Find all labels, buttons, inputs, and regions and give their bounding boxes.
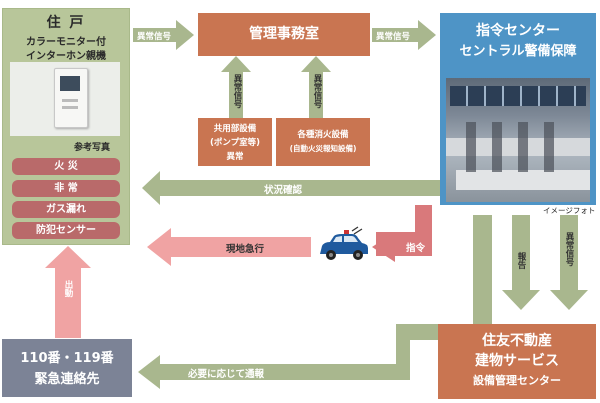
photo-operators (466, 122, 566, 172)
fire-equipment-box: 各種消火設備 (自動火災報知設備) (276, 118, 370, 166)
intercom-buttons-2 (62, 106, 78, 109)
label-rush-to-site: 現地急行 (226, 244, 265, 255)
sumitomo-box (438, 324, 596, 399)
arrow-abnormal-right-down (550, 215, 588, 310)
residence-subtitle-2: インターホン親機 (26, 51, 106, 62)
command-center-photo (446, 78, 590, 202)
fire-equipment-line1: 各種消火設備 (297, 130, 349, 140)
command-center-line2: セントラル警備保障 (459, 44, 577, 59)
arrow-notify (138, 215, 492, 389)
alert-emergency: 非 常 (12, 180, 120, 197)
arrow-dispatch-up (45, 246, 91, 338)
intercom-buttons (62, 99, 78, 102)
label-notify-if-needed: 必要に応じて通報 (188, 369, 265, 380)
arrow-fire-up (301, 56, 331, 118)
alert-security-sensor: 防犯センサー (12, 222, 120, 239)
residence-subtitle-1: カラーモニター付 (26, 37, 106, 48)
label-status-check: 状況確認 (264, 185, 303, 196)
sumitomo-line3: 設備管理センター (473, 374, 561, 387)
arrow-rush-to-site (147, 228, 311, 266)
label-command: 指令 (406, 243, 426, 254)
intercom-device (54, 68, 88, 128)
management-office-box: 管理事務室 (198, 13, 370, 56)
arrow-status-check (142, 171, 440, 205)
arrow-office-to-center (372, 20, 436, 50)
label-abnormal-signal-1: 異常信号 (137, 32, 172, 42)
sumitomo-line1: 住友不動産 (482, 333, 552, 349)
common-equipment-line1: 共用部設備 (213, 124, 257, 134)
command-center-line1: 指令センター (476, 23, 560, 39)
common-equipment-line3: 異常 (226, 152, 244, 162)
arrow-residence-to-office (133, 20, 194, 50)
label-abnormal-signal-fire: 異常信号 (312, 74, 322, 108)
management-office-title: 管理事務室 (249, 26, 319, 42)
alert-gas-leak: ガス漏れ (12, 201, 120, 218)
emergency-box (2, 339, 132, 397)
emergency-line2: 緊急連絡先 (34, 372, 100, 387)
emergency-line1: 110番・119番 (20, 351, 114, 366)
residence-photo-caption: 参考写真 (74, 143, 111, 153)
command-center-photo-caption: イメージフォト (543, 206, 596, 215)
sumitomo-line2: 建物サービス (475, 353, 559, 369)
photo-monitors (450, 86, 586, 106)
patrol-car-icon (320, 226, 368, 260)
label-abnormal-signal-common: 異常信号 (232, 74, 242, 108)
arrow-common-up (221, 56, 251, 118)
arrow-command-head (372, 232, 395, 262)
fire-equipment-line2: (自動火災報知設備) (289, 144, 357, 153)
label-report: 報告 (516, 252, 526, 269)
label-abnormal-signal-2: 異常信号 (376, 32, 411, 42)
common-equipment-box: 共用部設備 (ポンプ室等) 異常 (198, 118, 272, 166)
arrow-report-down (502, 215, 540, 310)
photo-desks-2 (456, 170, 590, 190)
label-abnormal-signal-right: 異常信号 (564, 232, 574, 266)
residence-title: 住 戸 (46, 15, 86, 31)
intercom-screen (60, 76, 80, 91)
common-equipment-line2: (ポンプ室等) (209, 138, 260, 148)
label-dispatch: 出動 (63, 280, 73, 297)
intercom-photo (10, 62, 120, 136)
alert-fire: 火 災 (12, 158, 120, 175)
